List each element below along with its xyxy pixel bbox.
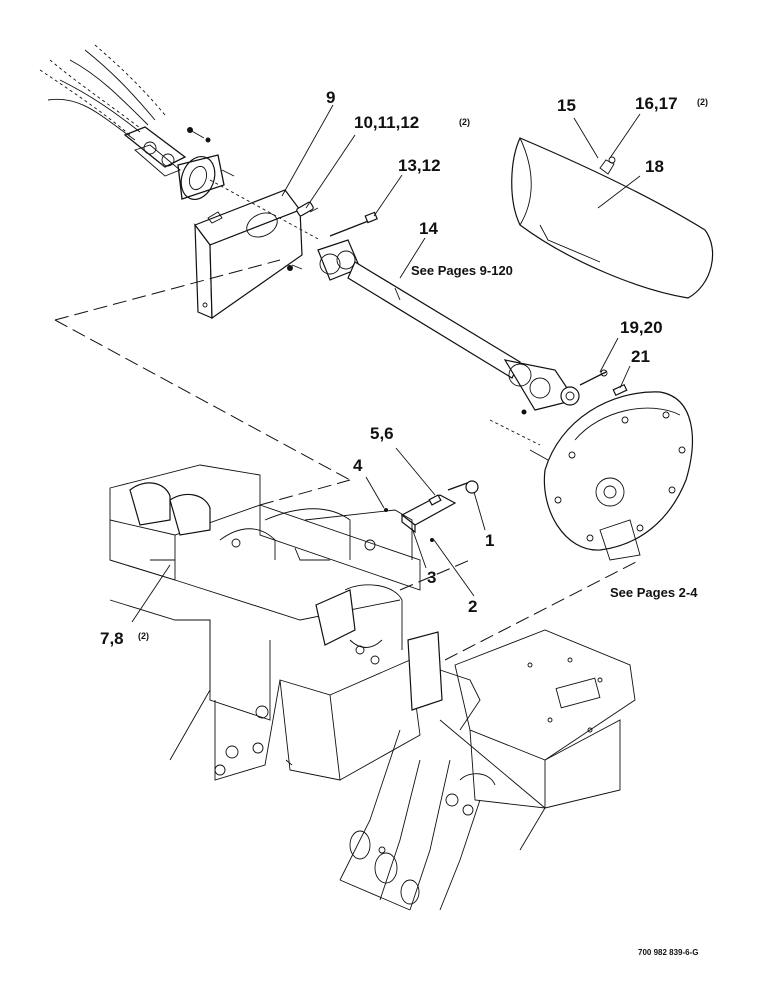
callout-14: 14 — [419, 219, 438, 238]
hydraulic-hoses — [39, 44, 187, 177]
pins-19-20-21 — [579, 369, 628, 397]
callout-2: 2 — [468, 597, 477, 616]
callout-16-17: 16,17 — [635, 94, 678, 113]
bolt-10-11-12 — [296, 201, 319, 217]
see-pages-9-120: See Pages 9-120 — [411, 263, 513, 278]
callout-16-17-qty: (2) — [697, 97, 708, 107]
bolt-13-12 — [329, 211, 378, 237]
callout-10-11-12-qty: (2) — [459, 117, 470, 127]
latch-assembly — [384, 480, 479, 542]
mounting-bracket-plate — [194, 189, 303, 320]
callout-15: 15 — [557, 96, 576, 115]
gearbox-housing — [529, 391, 693, 561]
callout-10-11-12: 10,11,12 — [354, 113, 419, 132]
drive-shaft — [287, 239, 580, 415]
callout-3: 3 — [427, 568, 436, 587]
callout-13-12: 13,12 — [398, 156, 441, 175]
leader-lines — [131, 104, 641, 623]
shield-cover — [511, 137, 714, 299]
callout-1: 1 — [485, 531, 494, 550]
see-pages-2-4: See Pages 2-4 — [610, 585, 698, 600]
callout-18: 18 — [645, 157, 664, 176]
drawing-number: 700 982 839-6-G — [638, 948, 699, 957]
hydraulic-motor — [177, 127, 235, 200]
feeder-housing — [339, 629, 636, 911]
callout-4: 4 — [353, 456, 363, 475]
reference-dashed-lines — [54, 179, 641, 661]
header-frame — [109, 464, 443, 781]
callout-7-8: 7,8 — [100, 629, 124, 648]
callout-19-20: 19,20 — [620, 318, 663, 337]
callout-21: 21 — [631, 347, 650, 366]
callout-7-8-qty: (2) — [138, 631, 149, 641]
callout-9: 9 — [326, 88, 335, 107]
callout-5-6: 5,6 — [370, 424, 394, 443]
